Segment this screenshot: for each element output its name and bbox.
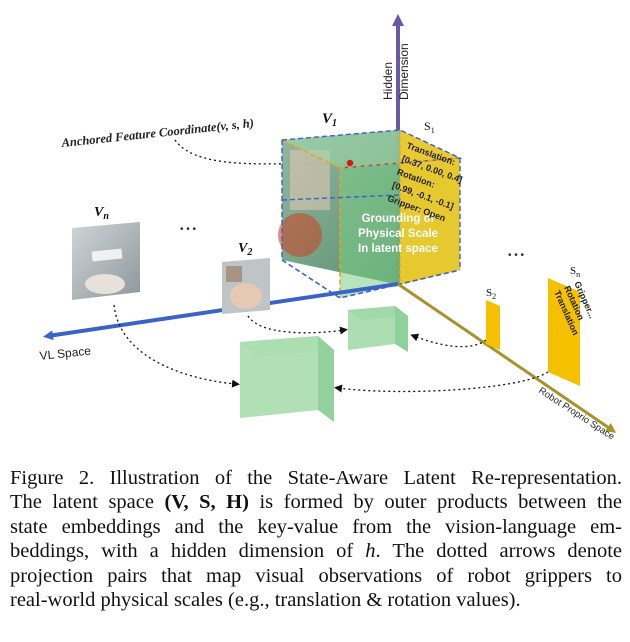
hidden-axis-label-2: Dimension: [397, 43, 411, 100]
frame-ellipsis: • • •: [180, 224, 197, 235]
vl-space-label: VL Space: [39, 344, 92, 363]
robot-proprio-axis: [397, 282, 617, 433]
cube-text-1: Grounding of: [362, 213, 435, 225]
projection-arrow-s2: [410, 333, 487, 348]
anchor-point: [346, 159, 354, 167]
small-green-cube: [348, 306, 408, 352]
caption-line-4: beddings, with a hidden dimension of h. …: [10, 540, 622, 563]
anchored-feature-label: Anchored Feature Coordinate(v, s, h): [60, 116, 255, 150]
caption-line-1: Figure 2. Illustration of the State-Awar…: [10, 467, 622, 489]
s1-label: S1: [424, 119, 435, 135]
v2-label: V2: [238, 241, 252, 258]
caption-line-3: state embeddings and the key-value from …: [10, 515, 622, 538]
caption-line-2: The latent space (V, S, H) is formed by …: [10, 491, 622, 514]
s2-state-bar: [486, 300, 500, 350]
caption-line-5: projection pairs that map visual observa…: [10, 564, 622, 587]
projection-arrow-v2: [247, 315, 348, 335]
large-green-cube: [240, 336, 334, 422]
s2-label: S2: [486, 287, 496, 301]
v1-label: V1: [322, 111, 337, 129]
cube-text-2: Physical Scale: [358, 228, 438, 240]
figure-caption: Figure 2. Illustration of the State-Awar…: [10, 466, 622, 612]
vn-frame-image: [72, 222, 140, 300]
caption-line-6: real-world physical scales (e.g., transl…: [10, 589, 521, 612]
state-aware-latent-diagram: Hidden Dimension Anchored Feature Coordi…: [39, 14, 617, 443]
vn-label: Vn: [94, 205, 109, 222]
v2-frame-image: [222, 258, 270, 314]
hidden-axis-label-1: Hidden: [381, 62, 395, 100]
robot-proprio-label: Robot Proprio Space: [536, 385, 616, 442]
latent-cube: Grounding of Physical Scale In latent sp…: [278, 129, 464, 299]
anchor-dotted-arrow: [174, 139, 352, 168]
sn-state-bar: [548, 278, 580, 386]
state-ellipsis: • • •: [508, 250, 525, 261]
projection-arrow-sn: [334, 371, 549, 393]
cube-text-3: In latent space: [358, 243, 438, 255]
sn-label: Sn: [570, 265, 580, 279]
